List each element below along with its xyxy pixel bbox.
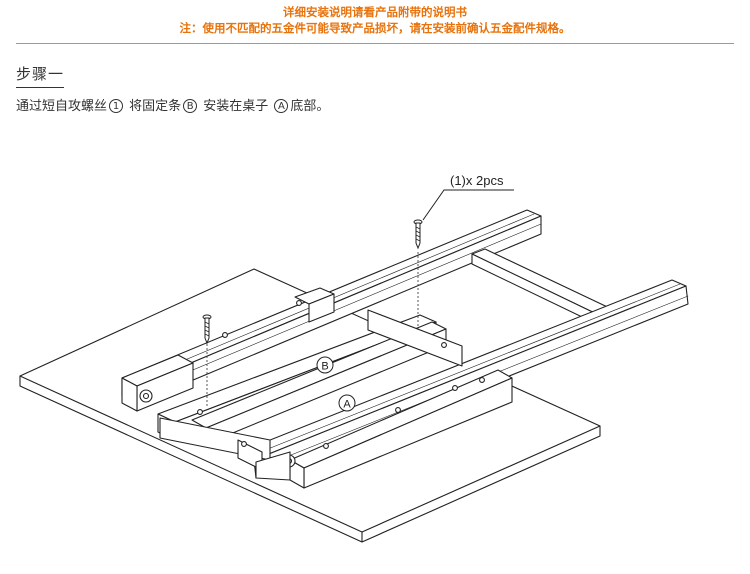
instruction-text-4: 底部。 — [290, 99, 330, 114]
bar-marker: B — [183, 99, 198, 113]
notice-line-2: 注：使用不匹配的五金件可能导致产品损坏，请在安装前确认五金配件规格。 — [179, 21, 571, 35]
label-a — [338, 394, 356, 412]
cross-stub — [294, 287, 335, 323]
fixing-bar-lower — [191, 321, 447, 445]
lower-rail-end-block — [282, 369, 513, 489]
notice-line-1: 详细安装说明请看产品附带的说明书 — [283, 5, 467, 19]
lower-rail-stub — [255, 451, 291, 481]
step-title: 步骤一 — [16, 63, 65, 88]
callout-leader — [422, 189, 514, 221]
label-b-text: B — [321, 361, 328, 373]
table-marker: A — [274, 99, 289, 113]
screw-marker: 1 — [109, 99, 124, 113]
instruction-text-3: 安装在桌子 — [199, 99, 273, 114]
instruction-text-2: 将固定条 — [125, 99, 182, 114]
screw-callout-label: (1)x 2pcs — [450, 173, 504, 188]
header-divider — [16, 43, 734, 44]
upper-rail-end-block — [121, 354, 194, 412]
screw-icon — [202, 314, 212, 345]
bracket-right — [367, 309, 463, 367]
label-a-text: A — [343, 399, 351, 411]
screw-icon — [413, 219, 423, 250]
label-b — [316, 356, 334, 374]
instruction-text-1: 通过短自攻螺丝 — [16, 99, 108, 114]
